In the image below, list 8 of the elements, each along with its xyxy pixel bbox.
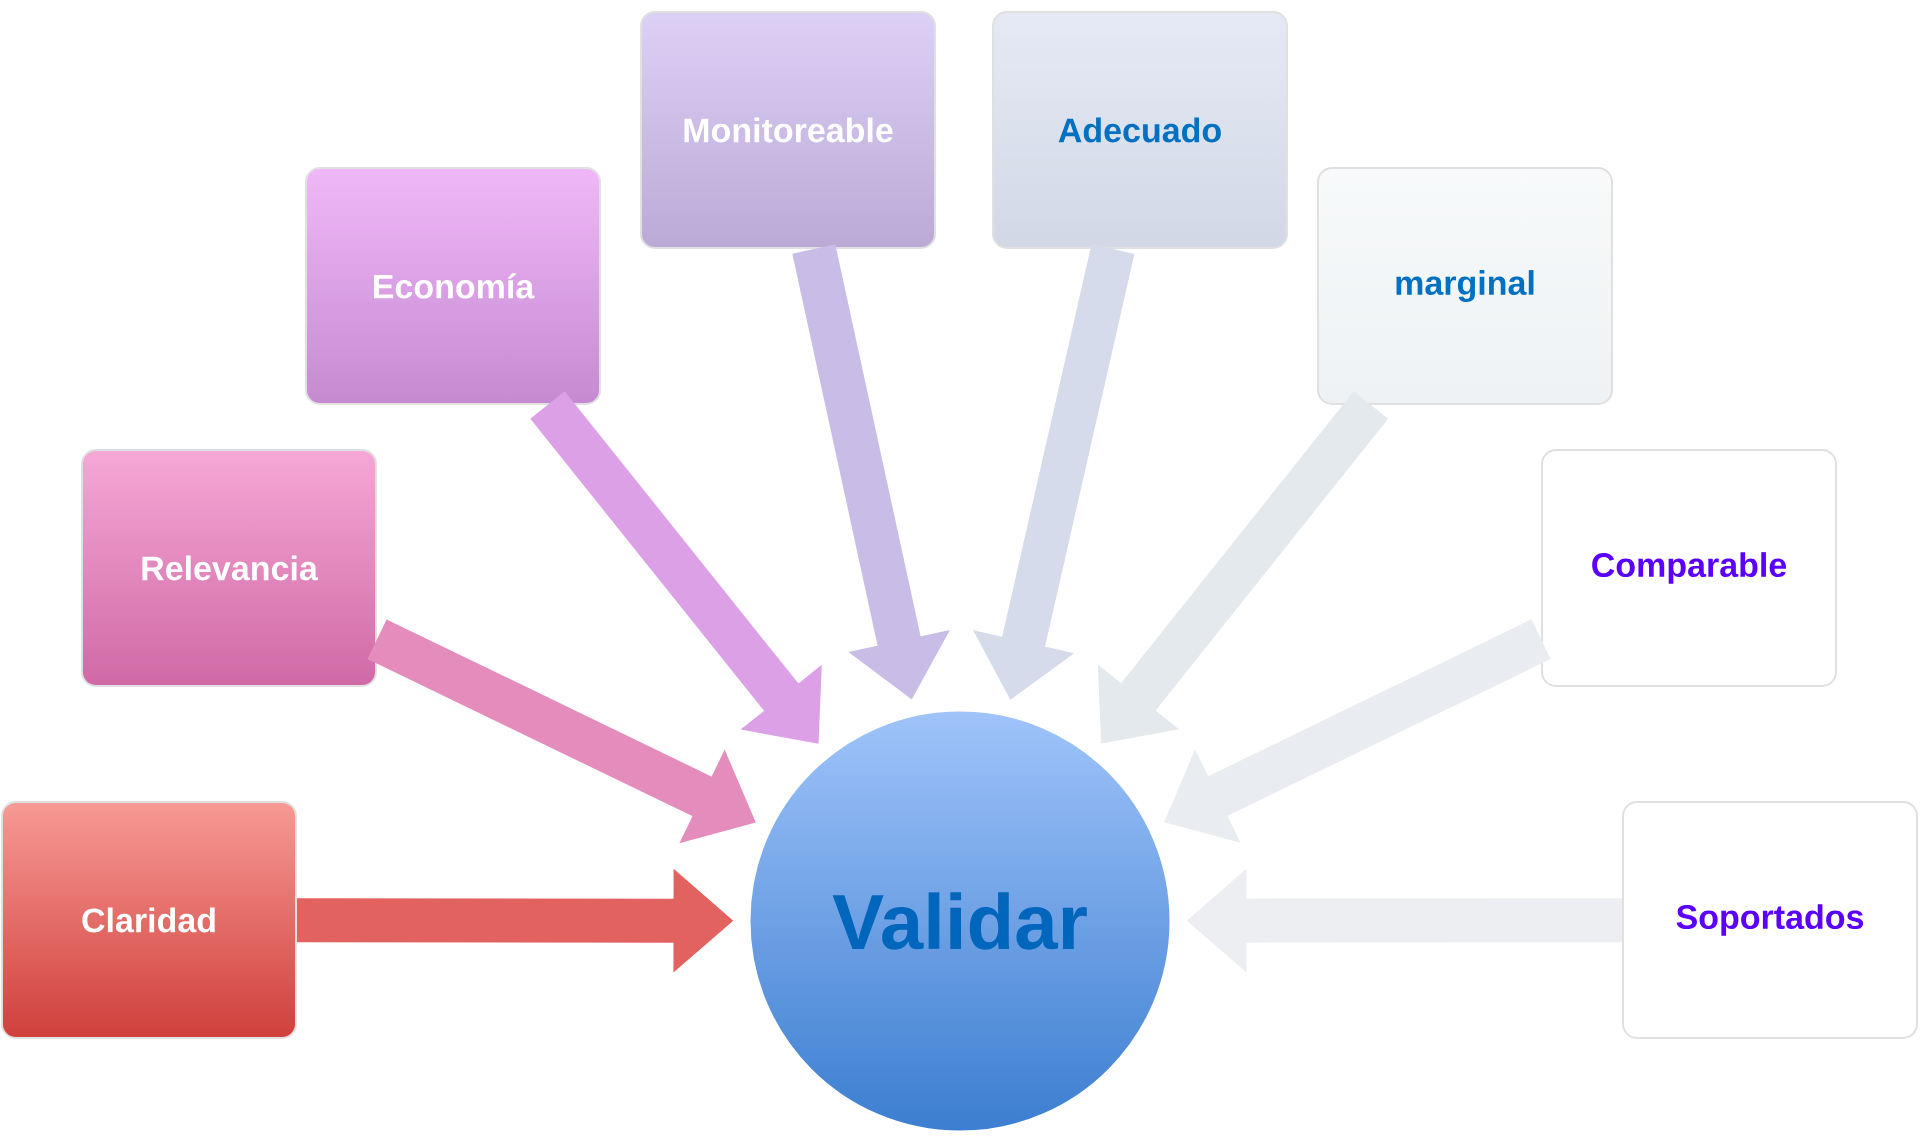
rounded-box: Soportados — [1622, 801, 1918, 1039]
rounded-box: Claridad — [1, 801, 297, 1039]
rounded-box: Adecuado — [992, 11, 1288, 249]
rounded-box: Relevancia — [81, 449, 377, 687]
rounded-box: marginal — [1317, 167, 1613, 405]
rounded-box: Economía — [305, 167, 601, 405]
rounded-box: Monitoreable — [640, 11, 936, 249]
rounded-box: Comparable — [1541, 449, 1837, 687]
